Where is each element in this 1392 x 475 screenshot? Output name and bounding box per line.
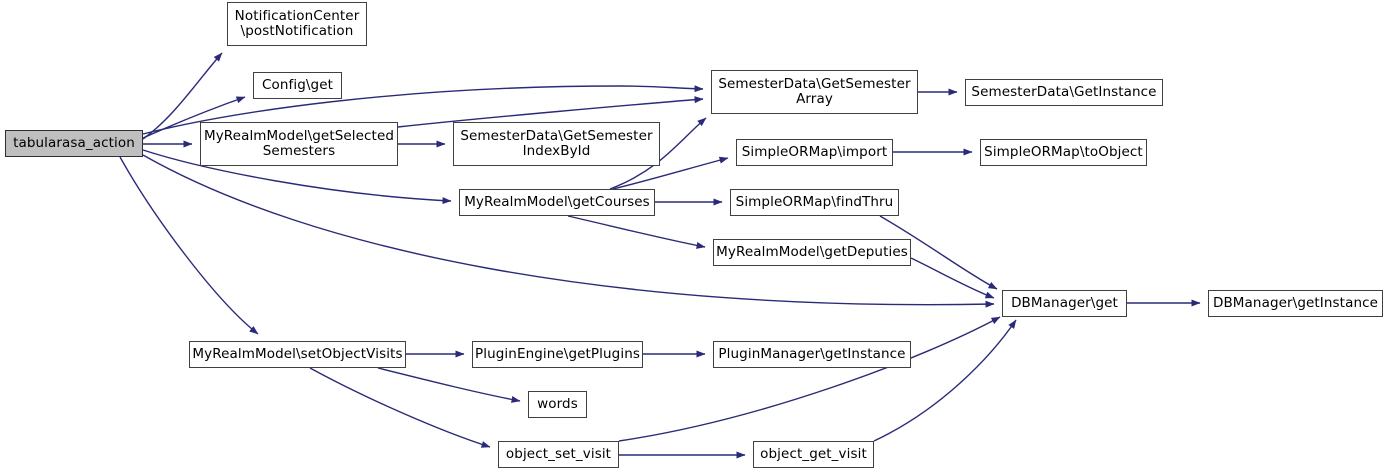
edge-getSelectedSemesters-to-getSemesterArray — [397, 96, 704, 128]
node-setObjectVisits[interactable]: MyRealmModel\setObjectVisits — [189, 341, 406, 368]
node-getSemesterIndexById[interactable]: SemesterData\GetSemester IndexById — [453, 122, 660, 166]
edge-getCourses-to-ormImport — [612, 156, 729, 190]
edges-group — [119, 52, 1201, 459]
edge-getDeputies-to-dbManagerGet — [910, 257, 995, 299]
node-getSemesterArray[interactable]: SemesterData\GetSemester Array — [711, 70, 918, 114]
node-object_set_visit[interactable]: object_set_visit — [498, 441, 619, 468]
node-getCourses[interactable]: MyRealmModel\getCourses — [459, 189, 655, 216]
edge-tabularasa_action-to-getSemesterArray — [142, 85, 704, 135]
node-getDeputies[interactable]: MyRealmModel\getDeputies — [713, 239, 911, 266]
node-pluginManagerGetInstance[interactable]: PluginManager\getInstance — [713, 341, 911, 368]
node-tabularasa_action[interactable]: tabularasa_action — [5, 130, 143, 157]
edge-getCourses-to-getSemesterArray — [609, 117, 707, 190]
edge-getCourses-to-getDeputies — [567, 215, 706, 249]
node-dbManagerGetInstance[interactable]: DBManager\getInstance — [1208, 290, 1383, 317]
edge-setObjectVisits-to-object_set_visit — [309, 367, 491, 448]
node-postNotification[interactable]: NotificationCenter \postNotification — [227, 2, 367, 46]
node-dbManagerGet[interactable]: DBManager\get — [1002, 290, 1127, 317]
node-semesterGetInstance[interactable]: SemesterData\GetInstance — [965, 79, 1163, 106]
node-object_get_visit[interactable]: object_get_visit — [753, 441, 874, 468]
node-config_get[interactable]: Config\get — [253, 72, 342, 99]
node-ormImport[interactable]: SimpleORMap\import — [736, 139, 893, 166]
node-ormToObject[interactable]: SimpleORMap\toObject — [980, 139, 1147, 166]
node-ormFindThru[interactable]: SimpleORMap\findThru — [730, 189, 899, 216]
edge-tabularasa_action-to-dbManagerGet — [142, 154, 995, 308]
node-getPlugins[interactable]: PluginEngine\getPlugins — [472, 341, 643, 368]
edge-object_set_visit-to-dbManagerGet — [618, 316, 1001, 442]
node-words[interactable]: words — [528, 391, 587, 418]
edge-setObjectVisits-to-words — [377, 367, 521, 403]
edge-object_get_visit-to-dbManagerGet — [873, 319, 1017, 442]
edge-tabularasa_action-to-getCourses — [142, 149, 452, 205]
edge-tabularasa_action-to-config_get — [142, 96, 246, 139]
node-getSelectedSemesters[interactable]: MyRealmModel\getSelected Semesters — [200, 122, 398, 166]
edge-tabularasa_action-to-setObjectVisits — [119, 156, 259, 335]
edge-ormFindThru-to-dbManagerGet — [879, 215, 998, 290]
